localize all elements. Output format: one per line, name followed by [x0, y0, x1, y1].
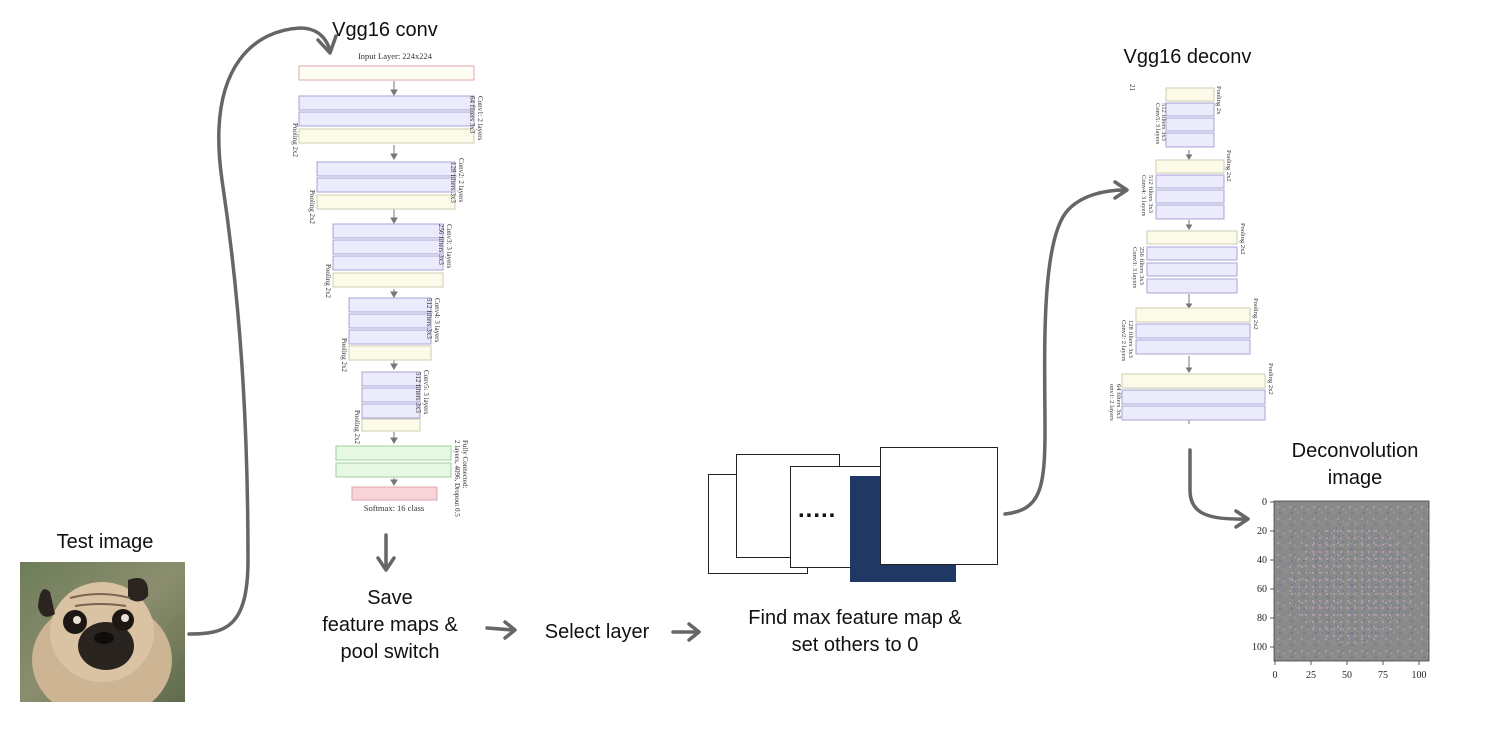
- conv-block-2-pool: Pooling 2x2: [308, 190, 316, 225]
- conv-softmax-label: Softmax: 16 class: [364, 503, 424, 513]
- save-line-2: feature maps &: [322, 614, 458, 636]
- y-tick-20: 20: [1257, 526, 1267, 537]
- arrow-deconv-to-image: [1188, 448, 1247, 521]
- vgg16-deconv-diagram: 21 Pooling 2x Conv5: 3 layers 512 filter…: [1108, 84, 1274, 424]
- y-tick-100: 100: [1252, 642, 1267, 653]
- save-feature-maps-label: Save feature maps & pool switch: [300, 585, 480, 666]
- conv-block-3-filters: 256 filters 3x3: [437, 224, 445, 265]
- conv-arrows: [390, 81, 398, 486]
- deconv-block-4-pool: Pooling 2x2: [1225, 150, 1232, 182]
- x-tick-50: 50: [1342, 670, 1352, 681]
- conv-block-5-label: Conv5: 3 layers: [422, 370, 430, 415]
- find-line-2: set others to 0: [791, 634, 919, 656]
- conv-block-2-label: Conv2: 2 layers: [457, 158, 465, 203]
- y-tick-60: 60: [1257, 584, 1267, 595]
- x-tick-0: 0: [1273, 670, 1278, 681]
- select-layer-label: Select layer: [544, 621, 650, 643]
- conv-block-5-pool: Pooling 2x2: [353, 410, 361, 445]
- conv-block-2: Conv2: 2 layers 128 filters 3x3 Pooling …: [308, 158, 465, 225]
- conv-block-3-pool: Pooling 2x2: [324, 264, 332, 299]
- deconv-block-1: Pooling 2x2 onv1: 2 layers 64 filters 3x…: [1108, 363, 1274, 421]
- conv-block-1: Conv1: 2 layers 64 filters 3x3 Pooling 2…: [291, 95, 484, 158]
- deconv-block-2: Pooling 2x2 Conv2: 2 layers 128 filters …: [1120, 298, 1259, 362]
- arrow-save-to-select: [485, 626, 515, 632]
- conv-block-4-label: Conv4: 3 layers: [433, 298, 441, 343]
- deconv-plot-ticks: [1270, 501, 1420, 665]
- pug-photo: [20, 562, 185, 702]
- conv-block-1-pool: Pooling 2x2: [291, 123, 299, 158]
- deconv-block-5-filters: 512 filters 3x3: [1160, 103, 1167, 141]
- conv-block-5-filters: 512 filters 3x3: [414, 372, 422, 413]
- test-image-label: Test image: [56, 531, 154, 553]
- x-tick-100: 100: [1412, 670, 1427, 681]
- deconv-block-5: Pooling 2x Conv5: 3 layers 512 filters 3…: [1154, 86, 1222, 148]
- arrow-conv-to-save-head: [376, 556, 396, 572]
- conv-softmax: Softmax: 16 class: [351, 486, 438, 513]
- deconv-block-4-filters: 512 filters 3x3: [1147, 175, 1154, 213]
- deconvolution-image-plot: 0 20 40 60 80 100 0 25 50 75 100: [1252, 497, 1430, 681]
- deconv-block-1-label: onv1: 2 layers: [1108, 384, 1115, 421]
- vgg16-deconv-title: Vgg16 deconv: [1123, 46, 1252, 68]
- deconv-top-mark: 21: [1128, 84, 1136, 92]
- deconv-line-1: Deconvolution: [1291, 440, 1419, 462]
- deconv-block-2-pool: Pooling 2x2: [1252, 298, 1259, 330]
- deconv-block-3-label: Conv3: 3 layers: [1131, 247, 1138, 289]
- conv-input-layer: Input Layer: 224x224: [298, 51, 475, 81]
- deconv-block-1-pool: Pooling 2x2: [1267, 363, 1274, 395]
- x-tick-25: 25: [1306, 670, 1316, 681]
- deconv-arrows: [1185, 150, 1193, 424]
- save-line-3: pool switch: [340, 641, 440, 663]
- conv-fc-label-2: 2 layers, 4096, Dropout 0.5: [453, 440, 461, 517]
- vgg16-conv-title: Vgg16 conv: [332, 19, 438, 41]
- conv-block-1-label: Conv1: 2 layers: [476, 96, 484, 141]
- feature-map-front: [880, 447, 998, 565]
- y-tick-40: 40: [1257, 555, 1267, 566]
- deconv-block-2-label: Conv2: 2 layers: [1120, 320, 1127, 362]
- conv-block-4: Conv4: 3 layers 512 filters 3x3 Pooling …: [340, 297, 441, 373]
- y-tick-80: 80: [1257, 613, 1267, 624]
- deconv-block-4-label: Conv4: 3 layers: [1140, 175, 1147, 217]
- feature-map-stack: .....: [706, 446, 998, 584]
- conv-block-3: Conv3: 3 layers 256 filters 3x3 Pooling …: [324, 223, 453, 299]
- deconv-block-3-filters: 256 filters 3x3: [1138, 247, 1145, 285]
- deconv-block-3: Pooling 2x2 Conv3: 3 layers 256 filters …: [1131, 223, 1246, 294]
- deconv-block-2-filters: 128 filters 3x3: [1127, 320, 1134, 358]
- find-max-label: Find max feature map & set others to 0: [720, 605, 990, 659]
- deconv-block-4: Pooling 2x2 Conv4: 3 layers 512 filters …: [1140, 150, 1232, 220]
- deconv-line-2: image: [1327, 467, 1383, 489]
- conv-block-5: Conv5: 3 layers 512 filters 3x3 Pooling …: [353, 370, 430, 445]
- deconv-block-1-filters: 64 filters 3x3: [1115, 384, 1122, 419]
- conv-block-2-filters: 128 filters 3x3: [449, 162, 457, 203]
- find-line-1: Find max feature map &: [748, 607, 962, 629]
- deconv-block-5-pool: Pooling 2x: [1215, 86, 1222, 115]
- y-tick-0: 0: [1262, 497, 1267, 508]
- ellipsis-dots: .....: [798, 496, 837, 523]
- vgg16-conv-diagram: Input Layer: 224x224 Conv1: 2 layers 64 …: [291, 51, 484, 517]
- conv-block-1-filters: 64 filters 3x3: [468, 96, 476, 134]
- arrow-save-to-select-head: [503, 620, 517, 640]
- conv-block-4-pool: Pooling 2x2: [340, 338, 348, 373]
- deconvolution-image-label: Deconvolution image: [1270, 438, 1440, 492]
- test-image: [20, 562, 185, 702]
- conv-fully-connected: Fully Connected: 2 layers, 4096, Dropout…: [335, 440, 469, 517]
- conv-fc-label: Fully Connected:: [461, 440, 469, 488]
- conv-block-4-filters: 512 filters 3x3: [425, 298, 433, 339]
- conv-input-label: Input Layer: 224x224: [358, 51, 433, 61]
- arrow-select-to-find-head: [687, 622, 701, 642]
- conv-block-3-label: Conv3: 3 layers: [445, 224, 453, 269]
- save-line-1: Save: [367, 587, 413, 609]
- deconv-block-3-pool: Pooling 2x2: [1239, 223, 1246, 255]
- x-tick-75: 75: [1378, 670, 1388, 681]
- deconv-block-5-label: Conv5: 3 layers: [1154, 103, 1161, 145]
